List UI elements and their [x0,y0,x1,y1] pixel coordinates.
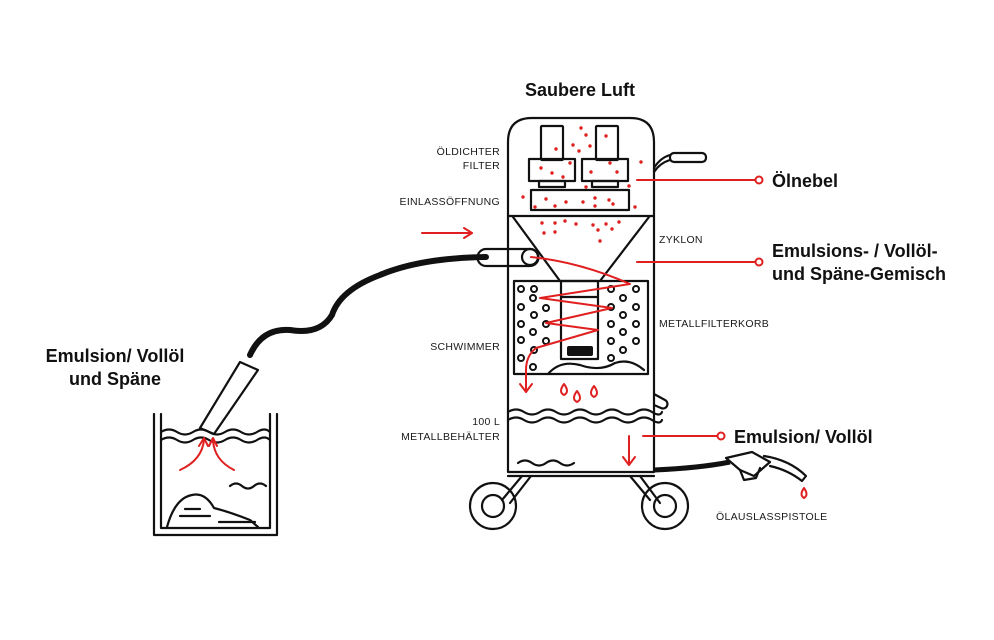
label-oil-filter-1: ÖLDICHTER [437,146,500,158]
tank-icon [506,408,664,467]
source-container [152,412,279,537]
label-outlet-gun: ÖLAUSLASSPISTOLE [716,511,827,523]
flow-arrow-icon [421,227,473,239]
cyclone-flow-path [525,256,631,393]
label-float: SCHWIMMER [430,341,500,353]
source-label-2: und Späne [69,369,161,389]
outlet-gun-icon [653,450,808,483]
down-arrow-icon [519,383,533,393]
oil-filter-icon [527,124,631,212]
drop-icon [560,383,598,403]
callout-lines [636,175,764,441]
handle-icon [652,151,708,174]
label-tank-2: METALLBEHÄLTER [401,431,500,443]
callout-mixture-2: und Späne-Gemisch [772,264,946,284]
callout-mixture-1: Emulsions- / Vollöl- [772,241,938,261]
callout-emulsion-out: Emulsion/ Vollöl [734,427,873,447]
diagram-title: Saubere Luft [525,80,635,100]
basket-holes [517,285,640,371]
label-inlet: EINLASSÖFFNUNG [400,196,500,208]
tank-handle [652,392,669,410]
wheel-icon [468,474,690,531]
outlet-drop-icon [800,487,808,499]
tank-flow-arrow [622,435,636,466]
hose-icon [247,254,489,358]
source-label-1: Emulsion/ Vollöl [46,346,185,366]
label-cyclone: ZYKLON [659,234,703,246]
label-tank-1: 100 L [472,416,500,428]
cyclone-icon [511,215,651,283]
suction-nozzle [198,360,260,436]
rising-flow-arrows [179,437,235,471]
label-filter-basket: METALLFILTERKORB [659,318,769,330]
oil-mist-dots [521,126,643,243]
callout-oil-mist: Ölnebel [772,171,838,191]
float-icon [567,346,593,356]
label-oil-filter-2: FILTER [463,160,500,172]
